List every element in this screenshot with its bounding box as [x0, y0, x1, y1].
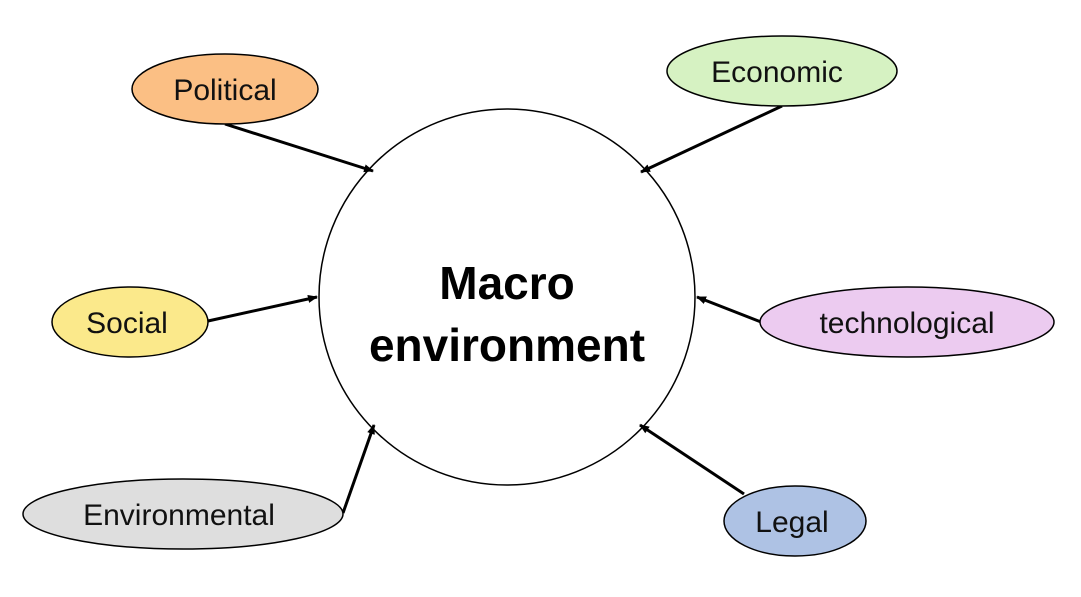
political-ellipse [131, 53, 319, 125]
arrow-social [207, 295, 318, 323]
center-label-line1: Macro [439, 257, 574, 309]
social-ellipse [51, 286, 209, 358]
environmental-label: Environmental [83, 499, 275, 532]
factor-economic: Economic [666, 35, 898, 107]
arrow-environmental [341, 424, 376, 514]
arrow-economic [640, 104, 783, 174]
arrow-technological [696, 295, 762, 324]
factor-technological: technological [759, 286, 1055, 358]
center-circle [318, 108, 696, 486]
economic-ellipse [666, 35, 898, 107]
arrow-political [224, 122, 374, 173]
factor-political: Political [131, 53, 319, 125]
technological-ellipse [759, 286, 1055, 358]
factor-legal: Legal [723, 485, 867, 557]
arrow-legal [639, 423, 745, 496]
factor-social: Social [51, 286, 209, 358]
legal-ellipse [723, 485, 867, 557]
environmental-ellipse [22, 478, 344, 550]
legal-label: Legal [755, 506, 828, 539]
technological-label: technological [819, 307, 994, 340]
political-label: Political [173, 74, 276, 107]
center-label-line2: environment [369, 319, 645, 371]
social-label: Social [86, 307, 168, 340]
economic-label: Economic [711, 56, 843, 89]
factor-environmental: Environmental [22, 478, 344, 550]
